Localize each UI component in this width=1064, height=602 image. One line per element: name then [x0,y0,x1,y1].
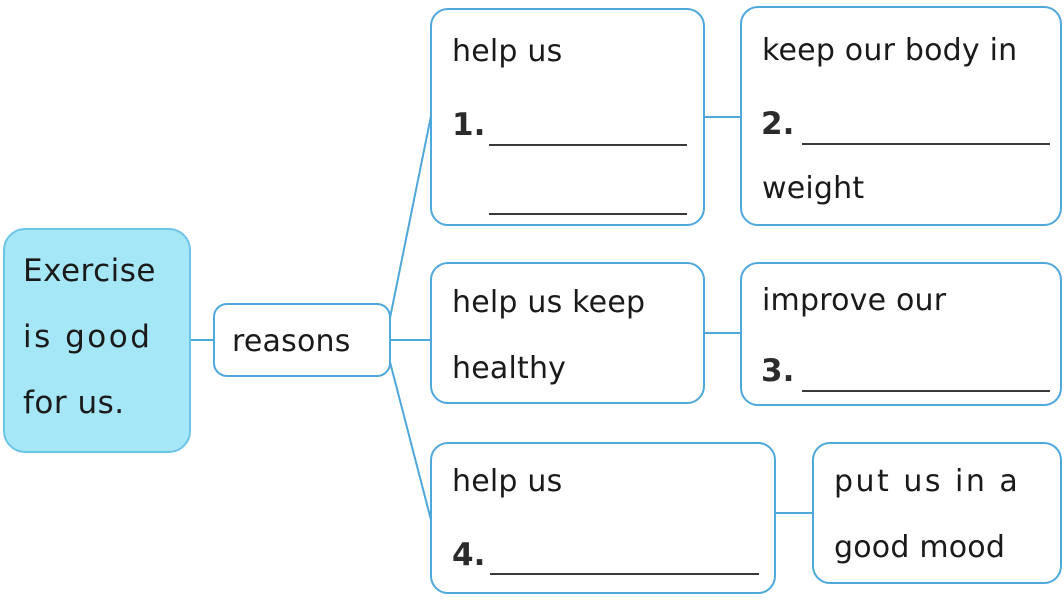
blank-line-1a[interactable] [489,143,687,146]
hub-node-reasons[interactable]: reasons [213,303,391,377]
branch-box-improve-our[interactable]: improve our 3. [740,262,1062,406]
connector-reasons-to-branch3 [389,361,432,521]
branch-box-help-us-keep-healthy[interactable]: help us keep healthy [430,262,705,404]
branch-box-1-line-1: help us [452,34,563,69]
blank-line-4a[interactable] [490,572,759,575]
blank-line-2a[interactable] [802,142,1050,145]
branch-box-6-line-2: good mood [834,530,1006,565]
branch-box-1-number: 1. [452,107,486,143]
branch-box-put-us-in-a-good-mood[interactable]: put us in a good mood [812,442,1062,584]
connector-reasons-to-branch1 [389,115,432,319]
blank-line-1b[interactable] [489,212,687,215]
blank-line-3a[interactable] [802,389,1050,392]
hub-node-label: reasons [232,324,351,359]
branch-box-2-line-3: weight [762,171,865,206]
root-node-exercise[interactable]: Exercise is good for us. [3,228,191,453]
branch-box-3-line-1: help us keep [452,285,646,320]
branch-box-help-us-1[interactable]: help us 1. [430,8,705,226]
branch-box-3-line-2: healthy [452,351,567,386]
root-node-line-1: Exercise [23,253,156,289]
root-node-line-2: is good [23,319,153,355]
branch-box-5-line-1: help us [452,464,563,499]
branch-box-keep-our-body-in-weight[interactable]: keep our body in 2. weight [740,6,1062,226]
branch-box-4-number: 3. [761,353,795,389]
branch-box-2-number: 2. [761,106,795,142]
branch-box-6-line-1: put us in a [834,464,1021,499]
branch-box-2-line-1: keep our body in [762,33,1018,68]
branch-box-help-us-2[interactable]: help us 4. [430,442,776,594]
branch-box-4-line-1: improve our [762,283,947,318]
branch-box-5-number: 4. [452,537,486,573]
root-node-line-3: for us. [23,385,125,421]
